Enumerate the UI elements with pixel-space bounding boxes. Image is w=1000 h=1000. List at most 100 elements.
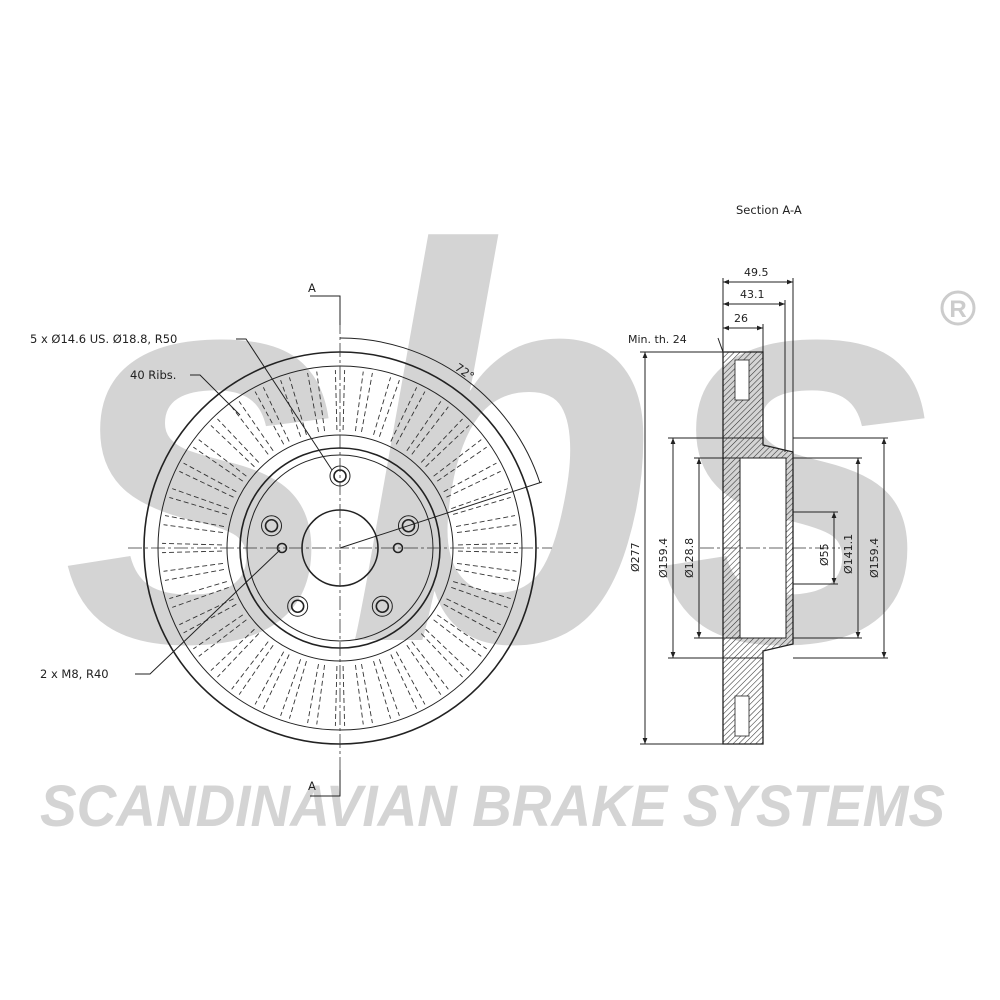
rib-line	[162, 542, 223, 546]
bolt-hole	[261, 515, 283, 537]
rib-line	[334, 370, 338, 431]
rib-line	[456, 562, 517, 572]
rib-line	[433, 619, 482, 657]
rib-line	[354, 664, 364, 725]
rib-line	[378, 380, 400, 437]
rib-line	[172, 586, 229, 608]
bolt-hole	[290, 599, 305, 614]
rib-line	[169, 496, 227, 515]
rib-line	[193, 614, 244, 650]
rib-line	[453, 496, 511, 515]
rib-line	[443, 603, 497, 634]
rib-line	[198, 439, 247, 477]
rib-line	[436, 446, 487, 482]
rib-line	[217, 418, 260, 463]
svg-text:R: R	[949, 296, 966, 323]
svg-text:sbs: sbs	[62, 133, 942, 759]
rib-line	[238, 644, 274, 695]
bolt-hole	[401, 518, 416, 533]
vent-slot-top	[734, 359, 750, 401]
rib-line	[254, 651, 285, 705]
rib-line	[354, 371, 364, 432]
sbs-watermark-logo: sbs	[62, 133, 942, 759]
threads-leader	[135, 549, 281, 675]
threads-callout: 2 x M8, R40	[40, 667, 109, 681]
rib-line	[457, 550, 518, 554]
rib-line	[455, 569, 516, 581]
dim-outer-diameter: Ø277	[629, 542, 642, 572]
section-label-top: A	[308, 281, 316, 295]
rib-line	[373, 377, 392, 435]
rib-line	[280, 380, 302, 437]
rib-line	[210, 628, 255, 671]
rib-line	[169, 581, 227, 600]
disc-front-view: A A 72° 5 x Ø14.6 US. Ø18.8, R50 40 Ribs…	[30, 281, 552, 797]
rib-line	[164, 569, 225, 581]
rib-line	[198, 619, 247, 657]
ribs-leader	[190, 374, 241, 416]
rib-line	[210, 425, 255, 468]
angle-leg	[339, 481, 543, 549]
rib-line	[164, 515, 225, 527]
holes-leader	[236, 338, 333, 471]
vent-slot-bottom	[734, 695, 750, 737]
rib-line	[406, 401, 442, 452]
dim-disc-thickness: 26	[734, 312, 748, 325]
rib-line	[262, 654, 290, 709]
rib-line	[420, 633, 463, 678]
rib-line	[425, 628, 470, 671]
dim-hat-depth: 43.1	[740, 288, 765, 301]
dim-hat-right: Ø159.4	[868, 538, 881, 578]
rib-line	[342, 665, 346, 726]
section-marker-top	[310, 295, 341, 325]
rib-line	[163, 562, 224, 572]
dim-hat-outer: Ø141.1	[842, 534, 855, 574]
rib-line	[307, 663, 319, 724]
rib-line	[361, 663, 373, 724]
rib-line	[183, 462, 237, 493]
rib-line	[425, 425, 470, 468]
cooling-ribs	[162, 370, 518, 726]
holes-callout: 5 x Ø14.6 US. Ø18.8, R50	[30, 332, 177, 346]
bolt-hole	[287, 595, 309, 617]
rib-line	[179, 470, 234, 498]
rib-line	[307, 372, 319, 433]
rib-line	[342, 370, 346, 431]
rib-line	[451, 488, 508, 510]
rib-line	[455, 515, 516, 527]
rib-line	[183, 603, 237, 634]
disc-section-view: Section A-A 49.5 43.1 26 Min. th. 24 Ø27…	[628, 203, 888, 745]
rib-line	[262, 387, 290, 442]
rib-line	[411, 406, 449, 455]
rib-line	[163, 524, 224, 534]
rib-line	[280, 659, 302, 716]
rib-line	[373, 661, 392, 719]
rib-line	[456, 524, 517, 534]
dim-overall-width: 49.5	[744, 266, 769, 279]
registered-mark: R	[940, 290, 976, 326]
rib-line	[288, 377, 307, 435]
ribs-callout: 40 Ribs.	[130, 368, 176, 382]
rib-line	[453, 581, 511, 600]
rib-line	[411, 641, 449, 690]
rib-line	[390, 387, 418, 442]
rib-line	[238, 401, 274, 452]
rib-line	[406, 644, 442, 695]
min-thickness: Min. th. 24	[628, 333, 687, 346]
rib-line	[361, 372, 373, 433]
rib-line	[378, 659, 400, 716]
bolt-hole	[371, 595, 393, 617]
rib-line	[162, 550, 223, 554]
rib-line	[446, 470, 501, 498]
bolt-hole	[375, 599, 390, 614]
rib-line	[316, 371, 326, 432]
rib-line	[451, 586, 508, 608]
rib-line	[395, 391, 426, 445]
rib-line	[231, 406, 269, 455]
rib-line	[316, 664, 326, 725]
rib-line	[217, 633, 260, 678]
rib-line	[395, 651, 426, 705]
rib-line	[288, 661, 307, 719]
rib-line	[254, 391, 285, 445]
